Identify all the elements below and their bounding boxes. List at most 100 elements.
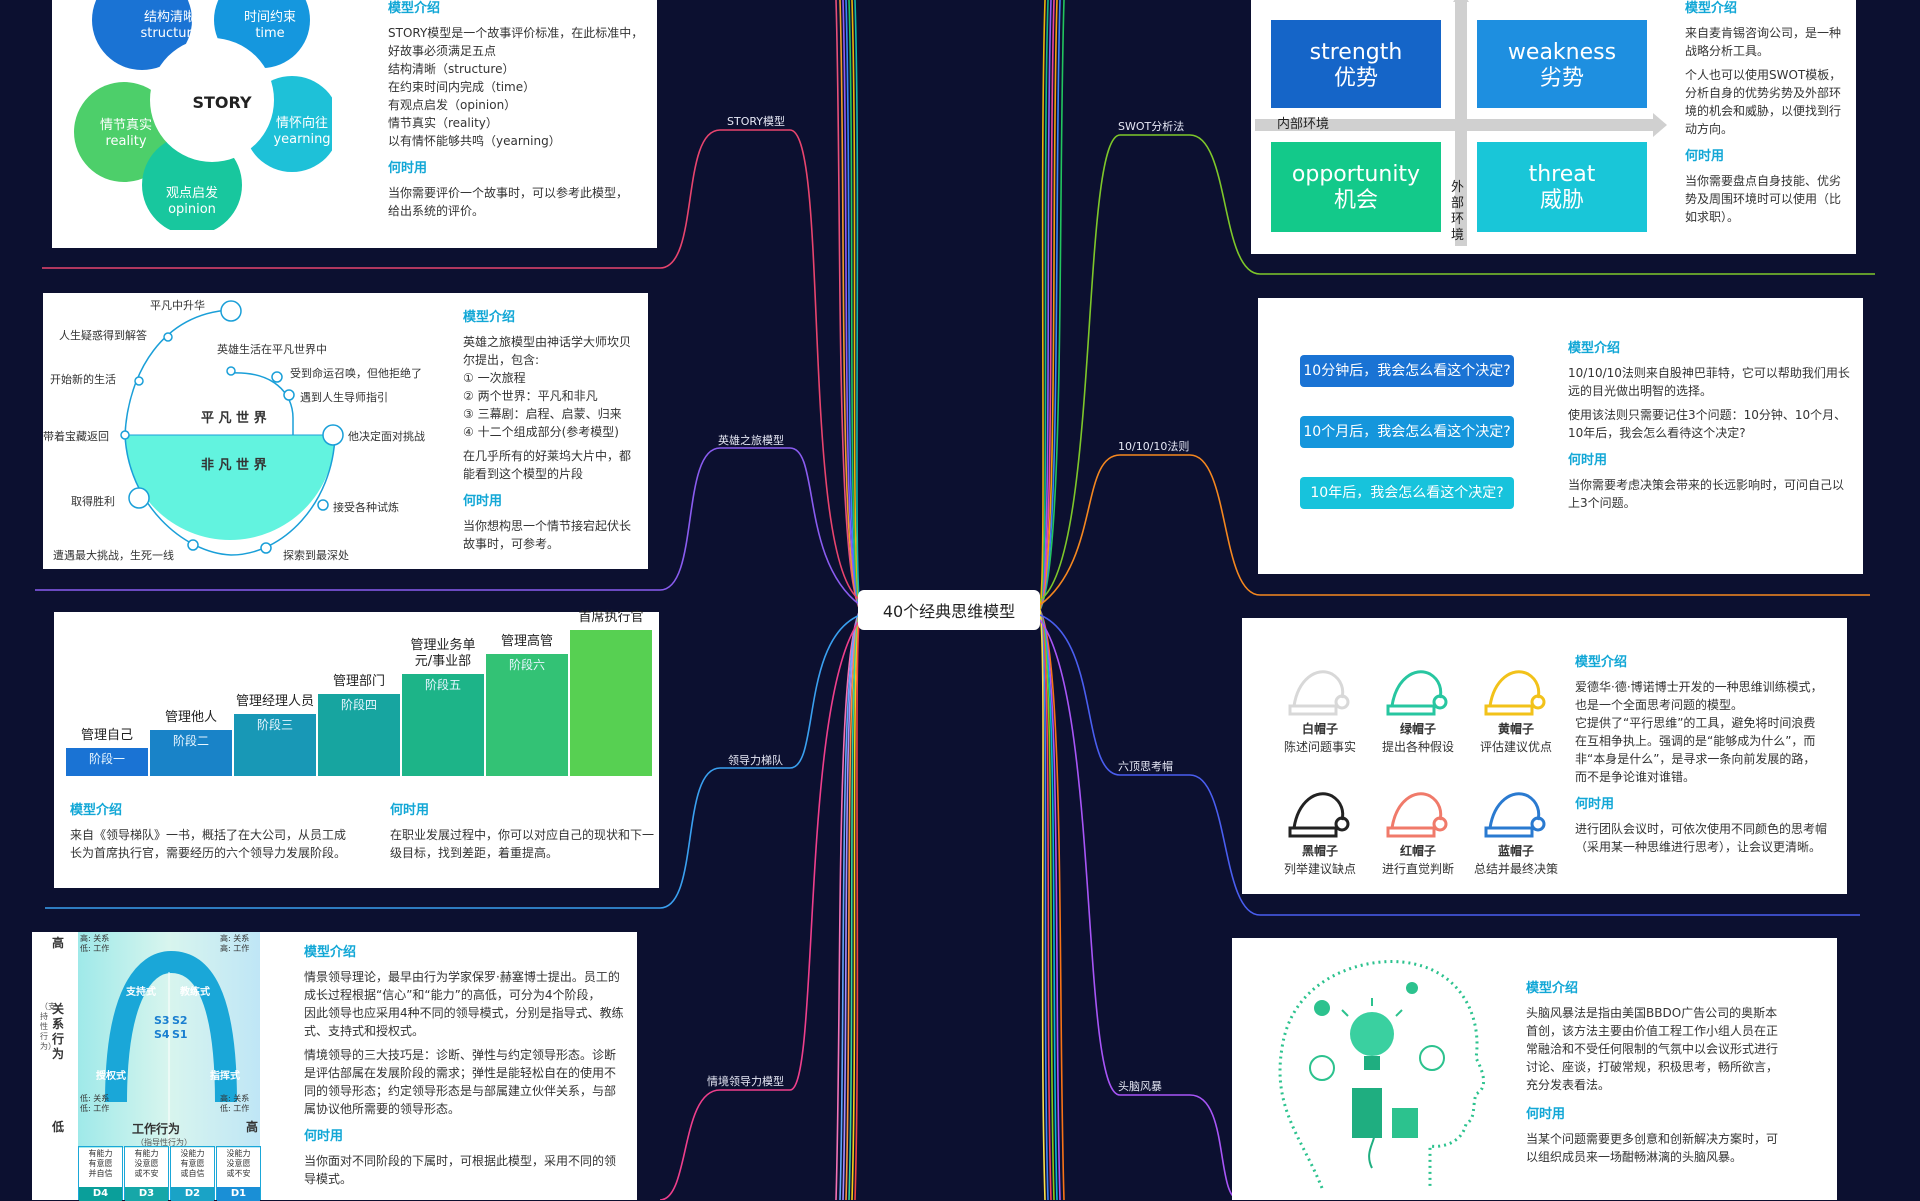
- branch-label-leader[interactable]: 领导力梯队: [728, 754, 783, 767]
- leader-intro: 模型介绍 来自《领导梯队》一书，概括了在大公司，从员工成 长为首席执行官，需要经…: [70, 802, 370, 862]
- ladder-step: [570, 630, 652, 776]
- branch-label-story[interactable]: STORY模型: [727, 115, 786, 128]
- hero-step: 取得胜利: [71, 495, 115, 508]
- hero-step: 遭遇最大挑战，生死一线: [53, 549, 174, 562]
- hats-line: 在互相争执上。强调的是“能够成为什么”，而: [1575, 734, 1816, 748]
- hero-step: 探索到最深处: [283, 549, 349, 562]
- brain-line: 常融洽和不受任何限制的气氛中以会议形式进行: [1526, 1042, 1779, 1056]
- story-when-line: 当你需要评价一个故事时，可以参考此模型，: [388, 186, 629, 200]
- hero-step: 英雄生活在平凡世界中: [217, 343, 327, 356]
- ten-line: 使用该法则只需要记住3个问题：10分钟、10个月、: [1568, 408, 1847, 422]
- ten-minutes-question: 10分钟后，我会怎么看这个决定?: [1300, 355, 1514, 387]
- hats-when-line: （采用某一种思维进行思考），让会议更清晰。: [1575, 840, 1822, 854]
- swot-horizontal-axis: [1255, 119, 1655, 131]
- story-core-label: STORY: [192, 93, 252, 112]
- style-code: S2: [172, 1014, 188, 1027]
- swot-when-heading: 何时用: [1685, 149, 1725, 164]
- ten-when-line: 当你需要考虑决策会带来的长远影响时，可问自己以: [1568, 478, 1845, 492]
- hats-text: 模型介绍 爱德华·德·博诺博士开发的一种思维训练模式， 也是一个全面思考问题的模…: [1575, 654, 1840, 856]
- hero-step: 带着宝藏返回: [43, 430, 109, 443]
- hero-extra-line: 在几乎所有的好莱坞大片中，都: [463, 449, 632, 463]
- hero-journey-diagram: [120, 300, 344, 556]
- situational-intro-heading: 模型介绍: [304, 945, 357, 960]
- hero-list-item: ④ 十二个组成部分(参考模型): [463, 425, 619, 439]
- quadrant-label: 高: 关系 低: 工作: [80, 934, 110, 953]
- situational-line: 情景领导理论，最早由行为学家保罗·赫塞博士提出。员工的: [304, 970, 620, 984]
- style-supporting: 支持式: [126, 987, 156, 998]
- situational-line: 情境领导的三大技巧是：诊断、弹性与约定领导形态。诊断: [304, 1048, 617, 1062]
- swot-up-arrow: [1453, 0, 1469, 2]
- hero-step: 开始新的生活: [50, 373, 116, 386]
- swot-line: 分析自身的优势劣势及外部环: [1685, 86, 1842, 100]
- development-level-code: D4: [79, 1187, 122, 1201]
- hat-icon: [1386, 670, 1448, 716]
- hats-line: 而不是争论谁对谁错。: [1575, 770, 1696, 784]
- ladder-stage-label: 阶段四: [340, 698, 377, 712]
- x-axis-high: 高: [246, 1120, 259, 1134]
- swot-text: 模型介绍 来自麦肯锡咨询公司，是一种 战略分析工具。 个人也可以使用SWOT模板…: [1685, 0, 1850, 226]
- story-flower-diagram: [74, 0, 332, 230]
- branch-label-swot[interactable]: SWOT分析法: [1118, 120, 1185, 133]
- story-line: 结构清晰（structure）: [388, 62, 515, 76]
- brainstorm-head-illustration: [1278, 960, 1485, 1189]
- swot-line: 境的机会和威胁，以便找到行: [1685, 104, 1842, 118]
- development-level-code: D3: [125, 1187, 168, 1201]
- brain-line: 讨论、座谈，打破常规，积极思考，畅所欲言，: [1526, 1060, 1779, 1074]
- situational-line: 式、支持式和授权式。: [304, 1024, 425, 1038]
- ladder-stage-label: 阶段五: [424, 678, 461, 692]
- brain-line: 首创，该方法主要由价值工程工作小组人员在正: [1526, 1024, 1779, 1038]
- branch-label-hats[interactable]: 六顶思考帽: [1118, 760, 1173, 773]
- hats-when-line: 进行团队会议时，可依次使用不同颜色的思考帽: [1575, 822, 1828, 836]
- story-line: 在约束时间内完成（time）: [388, 80, 536, 94]
- hat-icon: [1484, 670, 1546, 716]
- swot-line: 战略分析工具。: [1685, 44, 1770, 58]
- hat-desc: 陈述问题事实: [1283, 740, 1356, 754]
- ladder-stage-label: 阶段六: [508, 658, 545, 672]
- hat-icon: [1386, 792, 1448, 838]
- hat-desc: 进行直觉判断: [1381, 862, 1454, 876]
- ladder-step: 阶段四: [318, 694, 400, 776]
- ten-when-heading: 何时用: [1568, 453, 1608, 468]
- quadrant-label: 高: 关系 低: 工作: [220, 1094, 250, 1113]
- branch-label-situational[interactable]: 情境领导力模型: [707, 1075, 784, 1088]
- hero-journey-card: 平凡中升华 人生疑惑得到解答 英雄生活在平凡世界中 开始新的生活 受到命运召唤，…: [43, 293, 648, 569]
- development-level-text: 有能力 有意愿 并自信: [88, 1149, 113, 1178]
- central-topic[interactable]: 40个经典思维模型: [858, 590, 1040, 630]
- swot-intro-heading: 模型介绍: [1685, 1, 1738, 16]
- hats-line: 非“本身是什么”，是寻求一条向前发展的路，: [1575, 752, 1816, 766]
- hat-label: 黑帽子列举建议缺点: [1260, 842, 1380, 878]
- hats-line: 爱德华·德·博诺博士开发的一种思维训练模式，: [1575, 680, 1823, 694]
- hero-when-heading: 何时用: [463, 494, 503, 509]
- leader-when-line: 级目标，找到差距，着重提高。: [390, 846, 559, 860]
- swot-when-line: 如求职）。: [1685, 210, 1740, 224]
- branch-label-hero[interactable]: 英雄之旅模型: [718, 434, 784, 447]
- ten-years-question: 10年后，我会怎么看这个决定?: [1300, 477, 1514, 509]
- swot-inner-label: 内部环境: [1277, 117, 1330, 132]
- hat-desc: 列举建议缺点: [1283, 862, 1356, 876]
- hat-icon: [1484, 792, 1546, 838]
- ladder-step: 阶段五: [402, 674, 484, 776]
- hat-desc: 评估建议优点: [1479, 740, 1552, 754]
- development-level-text: 没能力 没意愿 或不安: [226, 1149, 251, 1178]
- style-code: S4: [154, 1028, 170, 1041]
- brain-line: 充分发表看法。: [1526, 1078, 1611, 1092]
- hats-intro-heading: 模型介绍: [1575, 655, 1628, 670]
- branch-label-ten[interactable]: 10/10/10法则: [1118, 440, 1190, 453]
- ten-line: 10/10/10法则来自股神巴菲特，它可以帮助我们用长: [1568, 366, 1850, 380]
- leadership-ladder: 阶段一管理自己阶段二管理他人阶段三管理经理人员阶段四管理部门阶段五管理业务单元/…: [66, 610, 656, 782]
- style-coaching: 教练式: [180, 987, 210, 998]
- y-axis-label: 关系行为: [52, 1002, 65, 1061]
- hat-icon: [1288, 792, 1350, 838]
- ladder-step: 阶段六: [486, 654, 568, 776]
- situational-when-line: 导模式。: [304, 1172, 353, 1186]
- swot-line: 个人也可以使用SWOT模板，: [1685, 68, 1842, 82]
- branch-label-brain[interactable]: 头脑风暴: [1118, 1080, 1162, 1093]
